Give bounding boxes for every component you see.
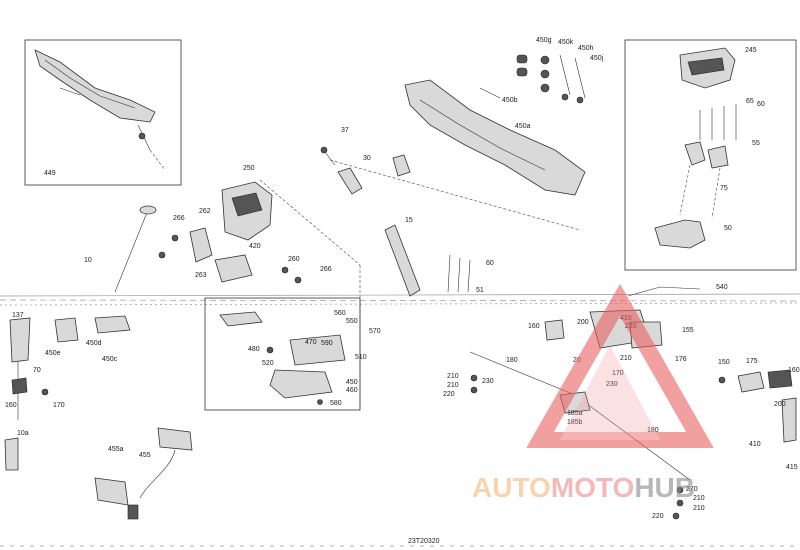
handguard-450a: 450b 450a bbox=[404, 79, 586, 196]
label-185a: 185a bbox=[567, 410, 583, 417]
right-edge-assembly: 150 175 160 200 410 415 bbox=[718, 358, 800, 471]
label-180-center: 180 bbox=[647, 427, 659, 434]
throttle-housing-250: 250 262 266 420 263 260 266 bbox=[158, 165, 361, 410]
label-590: 590 bbox=[321, 340, 333, 347]
label-155: 155 bbox=[682, 327, 694, 334]
label-262: 262 bbox=[199, 208, 211, 215]
label-55: 55 bbox=[752, 140, 760, 147]
label-75: 75 bbox=[720, 185, 728, 192]
watermark-hub: HUB bbox=[634, 472, 695, 503]
label-220-bottom: 220 bbox=[652, 513, 664, 520]
label-210-bottom-b: 210 bbox=[693, 505, 705, 512]
label-266-right: 266 bbox=[320, 266, 332, 273]
bolts-center: 60 51 bbox=[447, 254, 494, 294]
label-150: 150 bbox=[718, 359, 730, 366]
label-51: 51 bbox=[476, 287, 484, 294]
bolt-10: 10 bbox=[84, 205, 157, 293]
drawing-number: 23T20320 bbox=[408, 538, 440, 545]
label-550: 550 bbox=[346, 318, 358, 325]
label-450b: 450b bbox=[502, 97, 518, 104]
watermark-triangle-icon bbox=[526, 283, 714, 448]
label-137: 137 bbox=[12, 312, 24, 319]
label-450h: 450h bbox=[578, 45, 594, 52]
label-560: 560 bbox=[334, 310, 346, 317]
label-160-left: 160 bbox=[5, 402, 17, 409]
label-160-right: 160 bbox=[788, 367, 800, 374]
label-450c: 450c bbox=[102, 356, 118, 363]
label-180-left: 180 bbox=[506, 357, 518, 364]
label-270: 270 bbox=[686, 486, 698, 493]
label-10a: 10a bbox=[17, 430, 29, 437]
label-450: 450 bbox=[346, 379, 358, 386]
label-520: 520 bbox=[262, 360, 274, 367]
watermark-logo: AUTOMOTOHUB bbox=[472, 283, 714, 503]
scan-noise-band bbox=[0, 293, 800, 547]
lower-left-assembly: 137 450e 450d 450c 70 160 170 10a bbox=[4, 312, 131, 471]
label-30: 30 bbox=[363, 155, 371, 162]
watermark-auto: AUTO bbox=[472, 472, 551, 503]
label-410-right: 410 bbox=[749, 441, 761, 448]
label-266-left: 266 bbox=[173, 215, 185, 222]
label-460: 460 bbox=[346, 387, 358, 394]
label-65: 65 bbox=[746, 98, 754, 105]
label-70: 70 bbox=[33, 367, 41, 374]
label-580: 580 bbox=[330, 400, 342, 407]
label-250: 250 bbox=[243, 165, 255, 172]
label-415: 415 bbox=[786, 464, 798, 471]
svg-text:AUTOMOTOHUB: AUTOMOTOHUB bbox=[472, 472, 695, 503]
label-10: 10 bbox=[84, 257, 92, 264]
label-200-right: 200 bbox=[774, 401, 786, 408]
label-263: 263 bbox=[195, 272, 207, 279]
label-455a: 455a bbox=[108, 446, 124, 453]
label-230-center: 230 bbox=[606, 381, 618, 388]
label-420: 420 bbox=[249, 243, 261, 250]
label-510: 510 bbox=[355, 354, 367, 361]
label-160-center: 160 bbox=[528, 323, 540, 330]
label-449: 449 bbox=[44, 170, 56, 177]
label-210-left-b: 210 bbox=[447, 382, 459, 389]
bottom-fasteners: 270 210 210 220 bbox=[652, 486, 705, 520]
light-assembly-box: 560 550 570 590 470 480 510 520 450 460 … bbox=[204, 297, 381, 411]
label-60-inset: 60 bbox=[757, 101, 765, 108]
label-570: 570 bbox=[369, 328, 381, 335]
handlebar-15: 37 30 15 bbox=[320, 127, 581, 297]
label-210-center: 210 bbox=[620, 355, 632, 362]
label-455: 455 bbox=[139, 452, 151, 459]
label-60: 60 bbox=[486, 260, 494, 267]
label-245: 245 bbox=[745, 47, 757, 54]
label-176: 176 bbox=[675, 356, 687, 363]
label-170-center: 170 bbox=[612, 370, 624, 377]
label-200-center: 200 bbox=[577, 319, 589, 326]
label-450g: 450g bbox=[536, 37, 552, 44]
label-210-bottom-a: 210 bbox=[693, 495, 705, 502]
label-175: 175 bbox=[746, 358, 758, 365]
watermark-moto: MOTO bbox=[551, 472, 634, 503]
label-260: 260 bbox=[288, 256, 300, 263]
label-230-left: 230 bbox=[482, 378, 494, 385]
harness-455: 455a 455 bbox=[94, 427, 193, 520]
label-185b: 185b bbox=[567, 419, 583, 426]
label-15: 15 bbox=[405, 217, 413, 224]
cable-540: 540 bbox=[627, 284, 728, 297]
label-450a: 450a bbox=[515, 123, 531, 130]
label-220-left: 220 bbox=[443, 391, 455, 398]
label-210-left-a: 210 bbox=[447, 373, 459, 380]
label-540: 540 bbox=[716, 284, 728, 291]
label-450j: 450j bbox=[590, 55, 604, 62]
label-50: 50 bbox=[724, 225, 732, 232]
label-470: 470 bbox=[305, 339, 317, 346]
inset-handguard-449: 449 bbox=[24, 39, 182, 186]
label-450e: 450e bbox=[45, 350, 61, 357]
label-450d: 450d bbox=[86, 340, 102, 347]
label-480: 480 bbox=[248, 346, 260, 353]
label-450k: 450k bbox=[558, 39, 574, 46]
fastener-kit: 450g 450k 450h 450j bbox=[516, 37, 604, 104]
label-170-left: 170 bbox=[53, 402, 65, 409]
label-37: 37 bbox=[341, 127, 349, 134]
inset-riser: 245 65 60 55 75 50 bbox=[624, 39, 797, 271]
